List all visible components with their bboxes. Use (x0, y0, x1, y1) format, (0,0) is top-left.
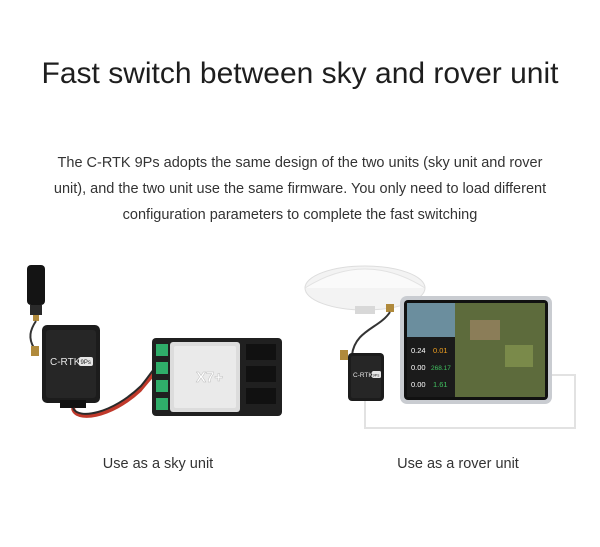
tablet-value-4: 268.17 (431, 365, 451, 372)
controller-label: X7+ (196, 369, 223, 386)
tablet-value-5: 0.00 (411, 380, 426, 389)
product-illustration: C-RTK 9Ps X7+ (27, 265, 576, 429)
tablet-value-2: 0.01 (433, 346, 448, 355)
description-text: The C-RTK 9Ps adopts the same design of … (53, 155, 547, 223)
sky-unit-caption: Use as a sky unit (102, 456, 214, 472)
rover-unit-caption: Use as a rover unit (397, 456, 519, 472)
rover-rtk-module: C-RTK 9Ps (348, 353, 384, 401)
rover-unit-illustration: C-RTK 9Ps 0.24 0.01 0.00 268.17 0.00 1.6… (304, 265, 576, 429)
sky-module-badge: 9Ps (81, 360, 91, 366)
tablet-device: 0.24 0.01 0.00 268.17 0.00 1.61 (400, 296, 552, 404)
sky-rtk-module: C-RTK 9Ps (42, 325, 100, 408)
sky-unit-illustration: C-RTK 9Ps X7+ (27, 265, 282, 418)
tablet-value-3: 0.00 (411, 363, 426, 372)
tablet-value-6: 1.61 (433, 380, 448, 389)
rover-module-label: C-RTK (353, 372, 373, 379)
flight-controller: X7+ (152, 338, 282, 416)
page-title: Fast switch between sky and rover unit (41, 57, 559, 90)
sky-module-label: C-RTK (50, 357, 81, 368)
rover-module-badge: 9Ps (373, 373, 380, 378)
rod-antenna-icon (27, 265, 45, 356)
gnss-antenna-icon (304, 265, 426, 360)
tablet-value-1: 0.24 (411, 346, 426, 355)
